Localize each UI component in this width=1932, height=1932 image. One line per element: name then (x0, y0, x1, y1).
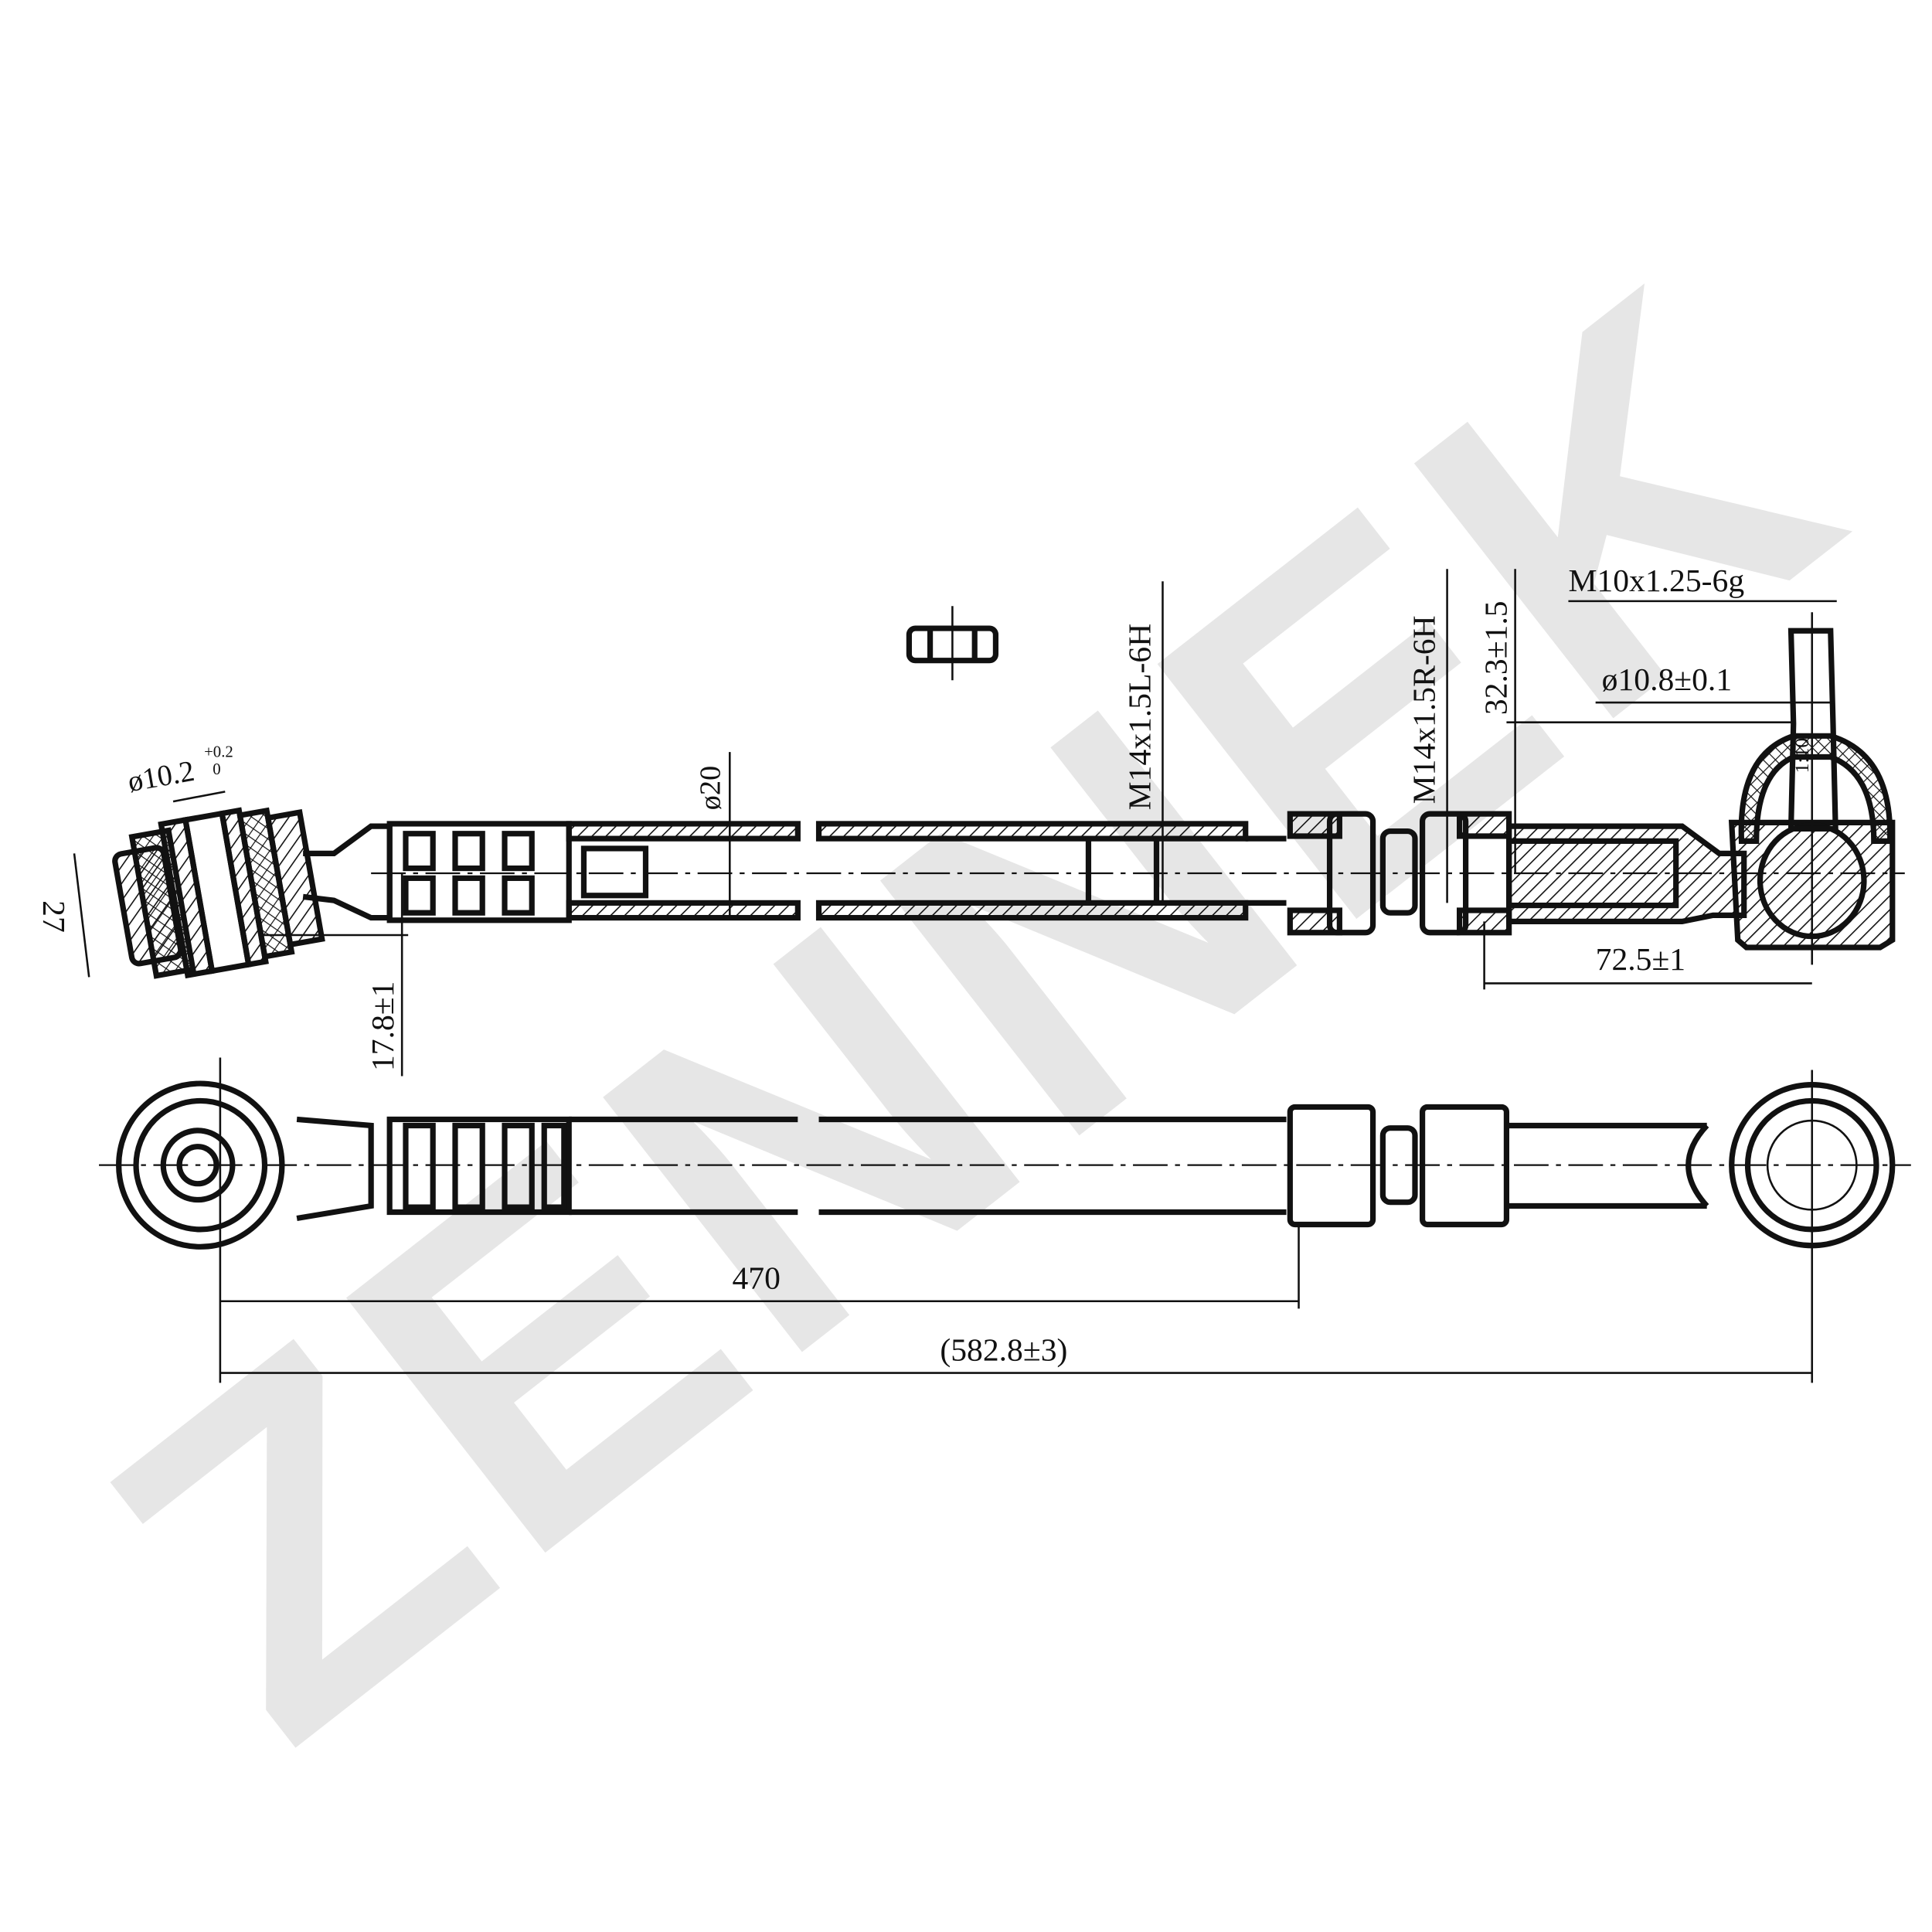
stud-diameter-label: ø10.8±0.1 (1602, 662, 1732, 698)
nominal-length-label: 470 (733, 1261, 781, 1297)
offset-height-label: 17.8±1 (366, 981, 401, 1071)
bushing-bore-tol-upper: +0.2 (204, 743, 233, 761)
stud-height-label: 32.3±1.5 (1478, 600, 1514, 715)
overall-length-label: (582.8±3) (940, 1333, 1067, 1369)
bushing-bore-label: ø10.2 (125, 755, 196, 798)
tie-rod-end-length-label: 72.5±1 (1596, 942, 1685, 978)
bushing-width-label: 27 (36, 900, 71, 933)
right-thread-label: M14x1.5R-6H (1407, 615, 1443, 804)
tie-rod-end (1506, 612, 1896, 965)
bushing-bore-tol-lower: 0 (213, 760, 220, 778)
nut-symbol (906, 606, 999, 681)
stud-thread-label: M10x1.25-6g (1568, 563, 1744, 599)
taper-label: 1:10 (1791, 738, 1813, 774)
tube-diameter-label: ø20 (694, 766, 726, 811)
plan-view: 470 (582.8±3) (99, 1057, 1911, 1383)
watermark-logo: ZENNEK (22, 185, 1927, 1835)
lock-nut-left (1287, 811, 1376, 936)
left-thread-label: M14x1.5L-6H (1122, 624, 1158, 811)
rubber-bushing (112, 807, 325, 979)
section-view: ø10.2 +0.2 0 27 17.8±1 ø20 M14x1.5L-6H M… (36, 563, 1905, 1077)
